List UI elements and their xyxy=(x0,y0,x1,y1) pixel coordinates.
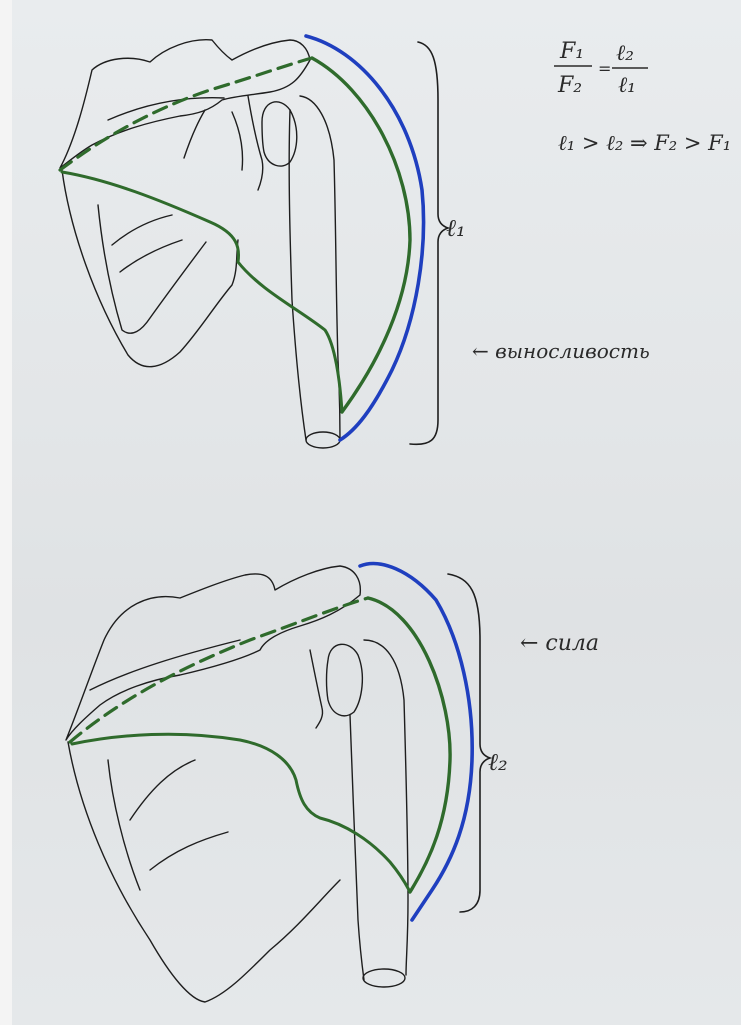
formula-equals: = xyxy=(598,59,611,78)
bottom-humerus-left xyxy=(350,715,364,980)
top-shoulder-sketch xyxy=(60,40,340,448)
formula-l1: ℓ₁ xyxy=(618,73,636,98)
bottom-scapula-inner-border xyxy=(108,760,195,890)
top-annotation: ← выносливость xyxy=(472,339,650,363)
bottom-muscle-lower xyxy=(72,734,410,892)
formula-f2: F₂ xyxy=(557,73,582,98)
top-brace xyxy=(410,42,448,444)
top-scapula-inner-line xyxy=(112,215,182,272)
formula-l2: ℓ₂ xyxy=(616,41,634,66)
bottom-muscle-arc xyxy=(368,598,450,892)
bottom-scapula-outline xyxy=(68,742,340,1002)
bottom-annotation: ← сила xyxy=(520,631,599,656)
bottom-lever-blue xyxy=(360,564,472,920)
bottom-shoulder-sketch xyxy=(66,566,408,1002)
bottom-humeral-head xyxy=(327,644,363,715)
bottom-scapula-inner-line xyxy=(150,832,228,870)
top-scapula-outline xyxy=(62,170,238,367)
top-humerus-end xyxy=(306,432,340,448)
top-muscle-lower xyxy=(62,172,342,412)
formula-f1: F₁ xyxy=(559,39,584,64)
bottom-muscle-lines xyxy=(70,598,450,892)
top-scapula-inner-border xyxy=(98,205,206,333)
bottom-humerus-end xyxy=(363,969,405,987)
bottom-brace xyxy=(448,574,490,912)
top-coracoid xyxy=(184,110,243,170)
top-humerus-right xyxy=(300,96,340,440)
bottom-lever-label: ℓ₂ xyxy=(488,748,508,776)
top-humeral-head xyxy=(262,102,297,166)
top-muscle-lines xyxy=(60,58,410,412)
bottom-muscle-dashed xyxy=(70,598,368,742)
formula-inequality: ℓ₁ > ℓ₂ ⇒ F₂ > F₁ xyxy=(558,131,731,155)
bottom-glenoid xyxy=(310,650,323,728)
top-glenoid xyxy=(248,96,263,190)
top-spine-ridge xyxy=(108,98,224,120)
top-acromion xyxy=(60,40,310,168)
top-lever-label: ℓ₁ xyxy=(446,214,466,242)
bottom-humerus-right xyxy=(364,640,408,975)
ratio-formula: F₁ F₂ = ℓ₂ ℓ₁ xyxy=(554,39,648,98)
bottom-acromion xyxy=(66,566,360,740)
